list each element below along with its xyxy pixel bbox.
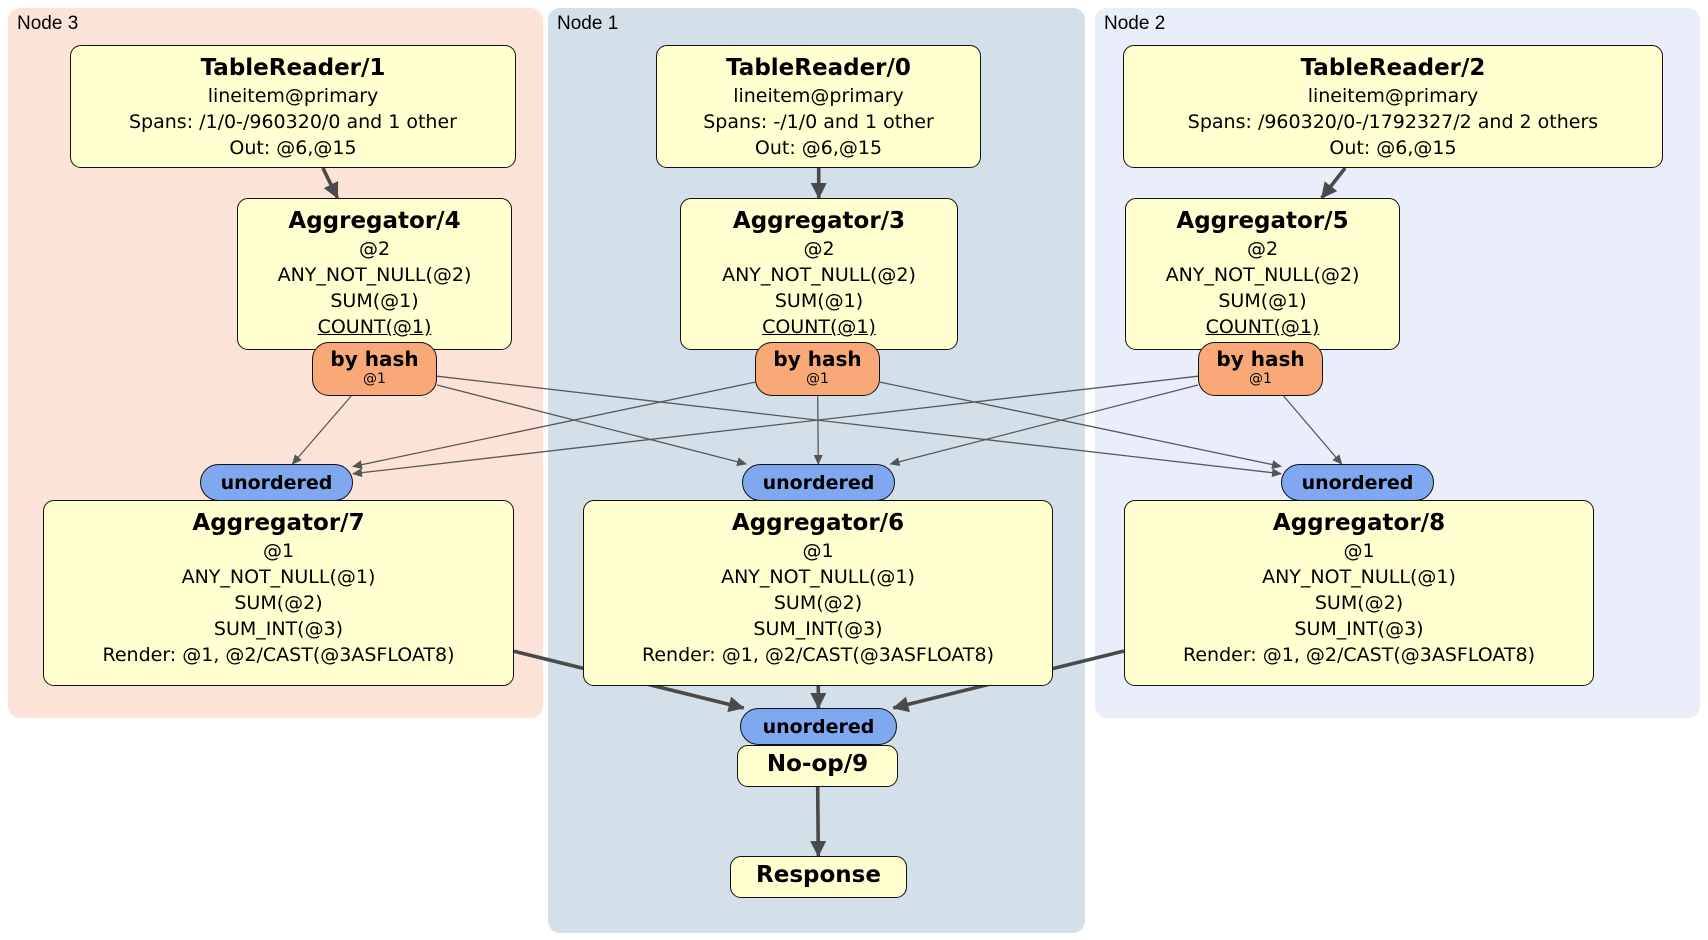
processor-detail-line: SUM_INT(@3)	[213, 618, 344, 640]
processor-detail-line: lineitem@primary	[207, 85, 379, 107]
processor-detail-line: COUNT(@1)	[317, 316, 432, 338]
processor-detail-line: @2	[803, 238, 835, 260]
processor-detail-line: Out: @6,@15	[229, 137, 357, 159]
processor-title: TableReader/1	[200, 55, 386, 81]
processor-detail-line: Spans: /960320/0-/1792327/2 and 2 others	[1187, 111, 1599, 133]
processor-title: Aggregator/7	[192, 510, 365, 536]
region-label: Node 1	[557, 13, 619, 34]
router-by-hash: by hash @1	[755, 342, 880, 396]
processor-detail-line: Spans: /1/0-/960320/0 and 1 other	[129, 111, 457, 133]
processor-detail-line: SUM(@2)	[773, 592, 863, 614]
processor-detail-line: Render: @1, @2/CAST(@3ASFLOAT8)	[102, 644, 455, 666]
processor-aggregator-3: Aggregator/3 @2 ANY_NOT_NULL(@2) SUM(@1)…	[680, 198, 958, 350]
processor-detail-line: lineitem@primary	[733, 85, 904, 107]
processor-detail-line: Render: @1, @2/CAST(@3ASFLOAT8)	[642, 644, 994, 666]
region-label: Node 3	[17, 13, 79, 34]
processor-detail-line: @2	[1246, 238, 1279, 260]
processor-aggregator-5: Aggregator/5 @2 ANY_NOT_NULL(@2) SUM(@1)…	[1125, 198, 1400, 350]
sync-label: unordered	[1301, 471, 1414, 494]
processor-detail-line: SUM(@2)	[1314, 592, 1404, 614]
processor-detail-line: ANY_NOT_NULL(@1)	[181, 566, 376, 588]
processor-title: TableReader/2	[1300, 55, 1486, 81]
processor-detail-line: @1	[1343, 540, 1375, 562]
router-detail: @1	[806, 371, 829, 387]
processor-detail-line: Out: @6,@15	[1329, 137, 1457, 159]
processor-title: Aggregator/3	[732, 208, 906, 234]
router-detail: @1	[1249, 371, 1272, 387]
processor-detail-line: ANY_NOT_NULL(@2)	[722, 264, 916, 286]
processor-aggregator-6: Aggregator/6 @1 ANY_NOT_NULL(@1) SUM(@2)…	[583, 500, 1053, 686]
processor-detail-line: ANY_NOT_NULL(@2)	[277, 264, 472, 286]
processor-detail-line: @2	[358, 238, 391, 260]
router-label: by hash	[1216, 347, 1305, 371]
sync-unordered: unordered	[1281, 464, 1434, 501]
processor-detail-line: SUM(@1)	[1218, 290, 1307, 312]
processor-detail-line: ANY_NOT_NULL(@1)	[1262, 566, 1456, 588]
sync-label: unordered	[762, 715, 875, 738]
processor-tablereader-1: TableReader/1 lineitem@primary Spans: /1…	[70, 45, 516, 168]
processor-detail-line: SUM_INT(@3)	[1294, 618, 1424, 640]
processor-detail-line: ANY_NOT_NULL(@2)	[1165, 264, 1360, 286]
processor-detail-line: lineitem@primary	[1307, 85, 1479, 107]
processor-tablereader-2: TableReader/2 lineitem@primary Spans: /9…	[1123, 45, 1663, 168]
processor-title: TableReader/0	[726, 55, 911, 81]
processor-detail-line: Spans: -/1/0 and 1 other	[703, 111, 934, 133]
processor-aggregator-4: Aggregator/4 @2 ANY_NOT_NULL(@2) SUM(@1)…	[237, 198, 512, 350]
processor-no-op-9: No-op/9	[737, 745, 898, 787]
sync-unordered: unordered	[742, 464, 895, 501]
sync-label: unordered	[220, 471, 333, 494]
processor-tablereader-0: TableReader/0 lineitem@primary Spans: -/…	[656, 45, 981, 168]
processor-detail-line: COUNT(@1)	[762, 316, 876, 338]
processor-detail-line: Render: @1, @2/CAST(@3ASFLOAT8)	[1183, 644, 1535, 666]
processor-detail-line: @1	[802, 540, 834, 562]
processor-detail-line: @1	[262, 540, 295, 562]
processor-detail-line: SUM(@1)	[330, 290, 419, 312]
processor-title: No-op/9	[766, 751, 869, 777]
processor-title: Aggregator/8	[1272, 510, 1446, 536]
region-label: Node 2	[1104, 13, 1166, 34]
router-label: by hash	[773, 347, 862, 371]
sync-unordered: unordered	[200, 464, 353, 501]
sync-unordered-final: unordered	[740, 708, 897, 745]
processor-detail-line: SUM(@1)	[774, 290, 864, 312]
processor-detail-line: COUNT(@1)	[1205, 316, 1320, 338]
router-by-hash: by hash @1	[312, 342, 437, 396]
processor-aggregator-8: Aggregator/8 @1 ANY_NOT_NULL(@1) SUM(@2)…	[1124, 500, 1594, 686]
processor-aggregator-7: Aggregator/7 @1 ANY_NOT_NULL(@1) SUM(@2)…	[43, 500, 514, 686]
processor-detail-line: SUM_INT(@3)	[753, 618, 883, 640]
response-node: Response	[730, 856, 907, 898]
processor-title: Aggregator/5	[1176, 208, 1349, 234]
processor-title: Aggregator/4	[288, 208, 461, 234]
processor-title: Response	[756, 862, 881, 888]
sync-label: unordered	[762, 471, 875, 494]
processor-detail-line: ANY_NOT_NULL(@1)	[721, 566, 915, 588]
router-by-hash: by hash @1	[1198, 342, 1323, 396]
router-detail: @1	[363, 371, 386, 387]
processor-detail-line: SUM(@2)	[234, 592, 323, 614]
processor-title: Aggregator/6	[731, 510, 905, 536]
router-label: by hash	[330, 347, 419, 371]
processor-detail-line: Out: @6,@15	[754, 137, 883, 159]
